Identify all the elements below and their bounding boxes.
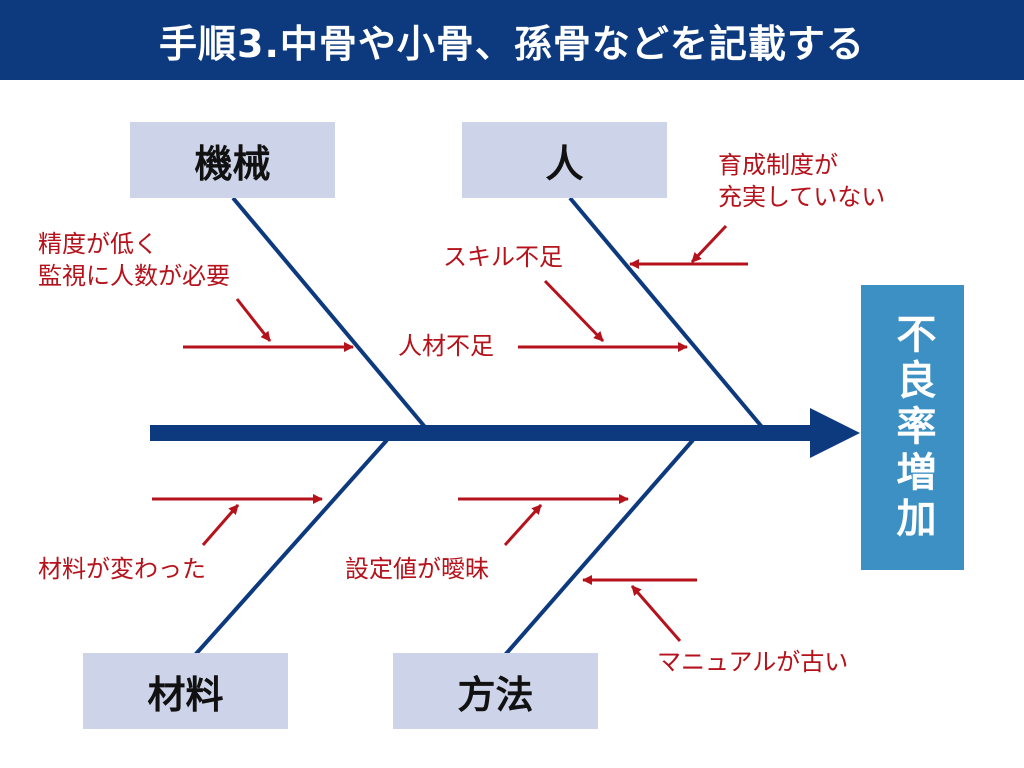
category-people: 人 xyxy=(462,122,667,198)
cause-people-mid: 人材不足 xyxy=(398,332,494,360)
category-material: 材料 xyxy=(83,653,288,729)
category-method-label: 方法 xyxy=(457,672,534,717)
cause-people-detail-line1: 育成制度が xyxy=(718,151,838,179)
main-spine-arrowhead xyxy=(810,408,860,458)
arrow-material-sub xyxy=(201,504,240,546)
cause-machine-sub-line1: 精度が低く xyxy=(38,230,158,258)
cause-people-sub: スキル不足 xyxy=(443,243,563,271)
cause-material-sub: 材料が変わった xyxy=(38,555,206,583)
category-machine-label: 機械 xyxy=(194,141,271,186)
effect-box: 不良率増加 xyxy=(861,285,964,570)
cause-people-detail-line2: 充実していない xyxy=(718,183,886,211)
cause-machine-sub: 精度が低く 監視に人数が必要 xyxy=(38,228,230,292)
title-bar: 手順3.中骨や小骨、孫骨などを記載する xyxy=(0,0,1024,80)
bone-material xyxy=(193,438,389,657)
slide-title: 手順3.中骨や小骨、孫骨などを記載する xyxy=(159,21,865,66)
category-method: 方法 xyxy=(393,653,598,729)
cause-machine-sub-line2: 監視に人数が必要 xyxy=(38,262,230,290)
category-people-label: 人 xyxy=(545,141,584,186)
cause-method-detail: マニュアルが古い xyxy=(657,648,849,676)
arrow-people-detail xyxy=(690,224,728,264)
category-material-label: 材料 xyxy=(147,672,224,717)
cause-method-sub: 設定値が曖昧 xyxy=(345,555,489,583)
category-machine: 機械 xyxy=(130,122,335,198)
arrow-people-sub xyxy=(543,279,605,343)
arrow-machine-sub xyxy=(235,298,272,342)
arrow-method-sub xyxy=(503,503,543,547)
bone-machine xyxy=(231,196,427,429)
arrow-method-detail xyxy=(630,585,682,642)
bone-method xyxy=(503,438,695,657)
cause-people-detail: 育成制度が 充実していない xyxy=(718,149,885,213)
bone-people xyxy=(568,196,764,429)
effect-label: 不良率増加 xyxy=(889,312,936,543)
